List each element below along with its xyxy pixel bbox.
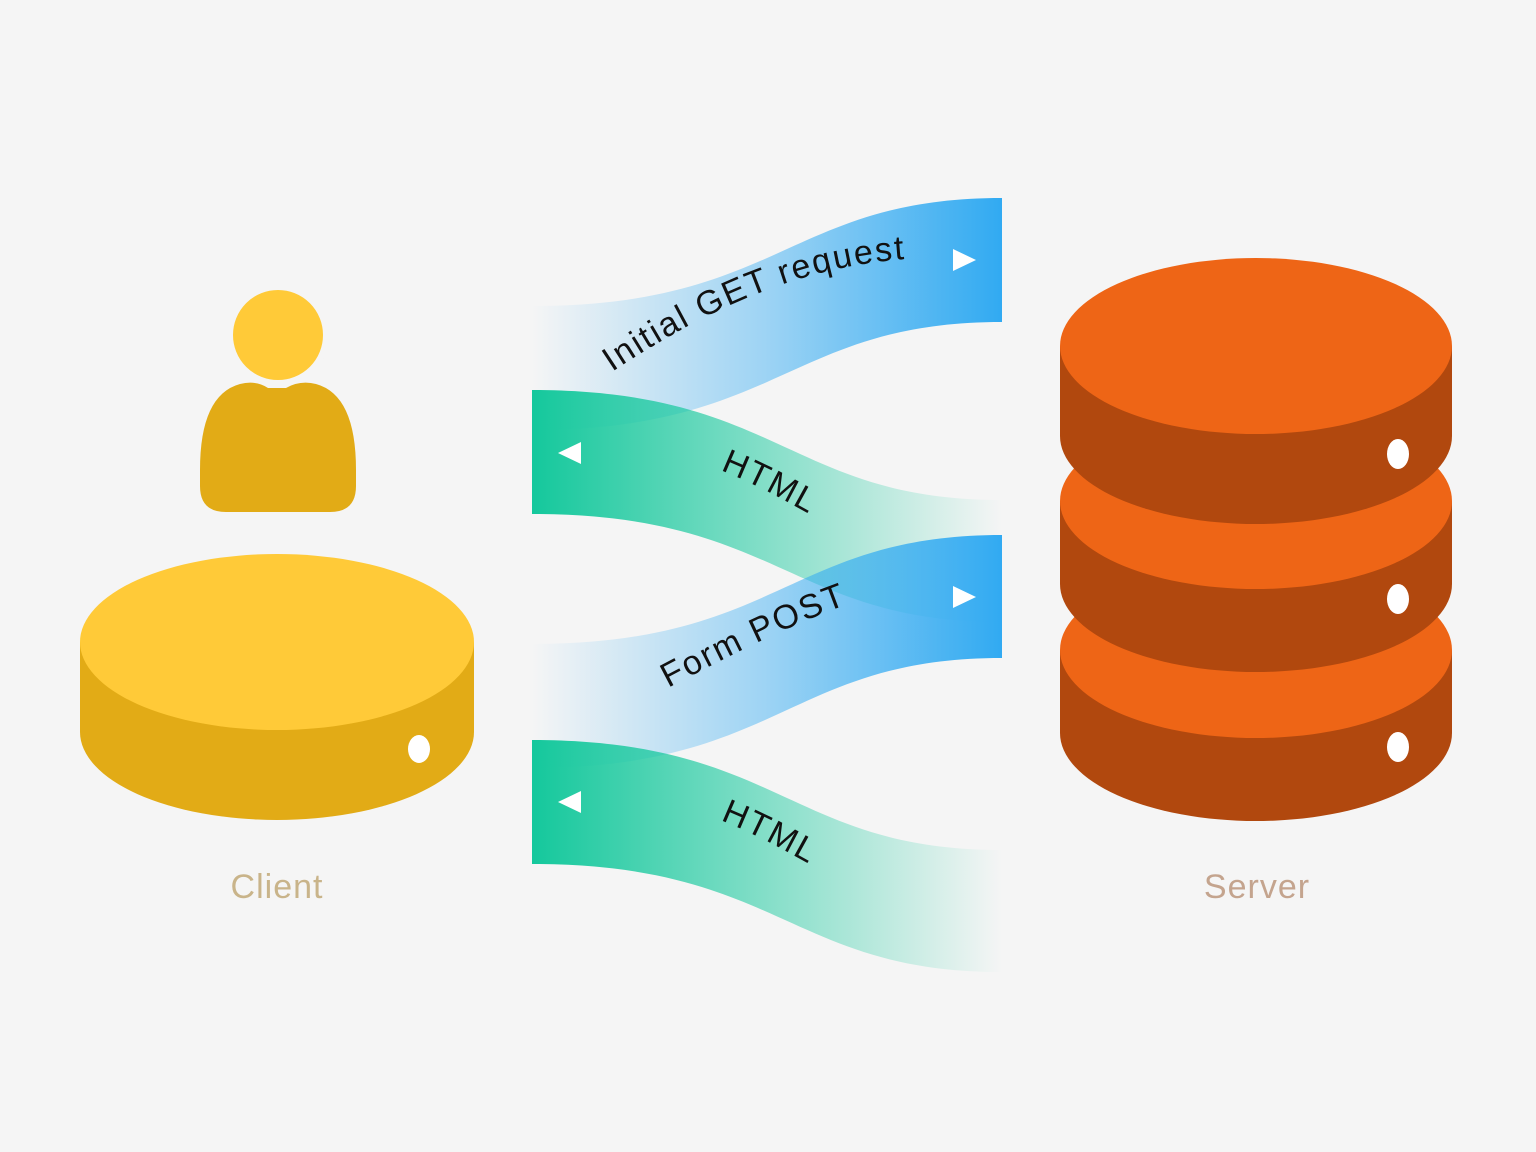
arrow-left-icon [558, 442, 581, 464]
client-label: Client [231, 868, 324, 906]
response-ribbon [532, 740, 1002, 972]
client-indicator-light [408, 735, 430, 763]
request-ribbon [532, 535, 1002, 768]
arrow-right-icon [953, 586, 976, 608]
arrow-right-icon [953, 249, 976, 271]
server-indicator-light-1 [1387, 439, 1409, 469]
client-node: Client [80, 284, 474, 906]
server-node: Server [1060, 258, 1452, 906]
flow-form-post: Form POST [532, 535, 1002, 768]
user-icon [200, 284, 356, 512]
server-indicator-light-3 [1387, 732, 1409, 762]
arrow-left-icon [558, 791, 581, 813]
server-label: Server [1204, 868, 1310, 906]
server-indicator-light-2 [1387, 584, 1409, 614]
flow-html-2: HTML [532, 740, 1002, 972]
client-disk-icon [80, 554, 474, 820]
database-stack-icon [1060, 258, 1452, 821]
request-ribbon [532, 198, 1002, 430]
